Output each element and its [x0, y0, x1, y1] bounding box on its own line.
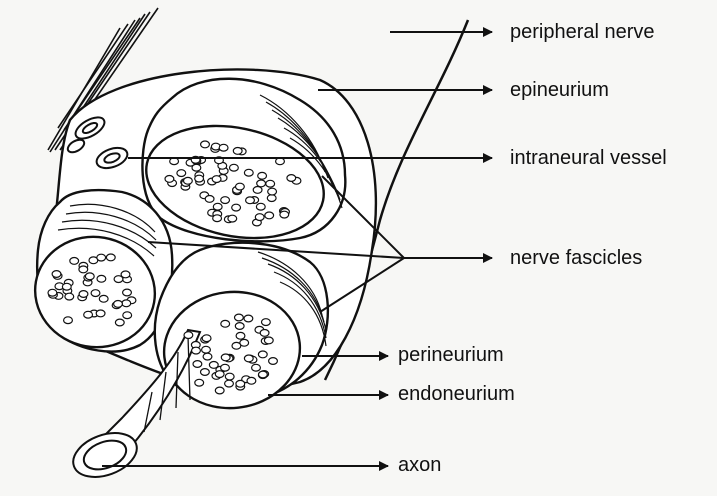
- nerve-fiber-dot: [215, 387, 224, 394]
- nerve-fiber-dot: [202, 346, 211, 353]
- nerve-fiber-dot: [79, 291, 88, 298]
- label-endoneurium: endoneurium: [398, 384, 515, 404]
- nerve-fiber-dot: [97, 275, 106, 282]
- nerve-fiber-dot: [252, 364, 261, 371]
- nerve-fiber-dot: [235, 314, 244, 321]
- nerve-fiber-dot: [184, 177, 193, 184]
- nerve-fiber-dot: [235, 323, 244, 330]
- label-perineurium: perineurium: [398, 345, 504, 365]
- nerve-fiber-dot: [266, 180, 275, 187]
- label-nerve-fascicles: nerve fascicles: [510, 248, 642, 268]
- nerve-fiber-dot: [192, 347, 201, 354]
- nerve-fiber-dot: [258, 172, 267, 179]
- nerve-fiber-dot: [97, 254, 106, 261]
- nerve-fiber-dot: [215, 371, 224, 378]
- nerve-fiber-dot: [244, 355, 253, 362]
- nerve-fiber-dot: [193, 361, 202, 368]
- nerve-fiber-dot: [267, 195, 276, 202]
- nerve-fiber-dot: [48, 289, 57, 296]
- nerve-fiber-dot: [195, 175, 204, 182]
- nerve-fiber-dot: [84, 311, 93, 318]
- nerve-fiber-dot: [221, 320, 230, 327]
- nerve-fiber-dot: [258, 351, 267, 358]
- nerve-fiber-dot: [256, 203, 265, 210]
- nerve-fiber-dot: [201, 141, 210, 148]
- nerve-fiber-dot: [213, 215, 222, 222]
- nerve-fiber-dot: [246, 197, 255, 204]
- nerve-fiber-dot: [244, 315, 253, 322]
- nerve-fiber-dot: [236, 183, 245, 190]
- nerve-fiber-dot: [203, 353, 212, 360]
- nerve-fiber-dot: [184, 332, 193, 339]
- nerve-fiber-dot: [62, 283, 71, 290]
- nerve-fiber-dot: [213, 203, 222, 210]
- nerve-fiber-dot: [79, 266, 88, 273]
- nerve-fiber-dot: [262, 319, 271, 326]
- nerve-fiber-dot: [269, 358, 278, 365]
- nerve-fiber-dot: [121, 271, 130, 278]
- nerve-fiber-dot: [265, 212, 274, 219]
- nerve-fiber-dot: [96, 310, 105, 317]
- nerve-fiber-dot: [233, 148, 242, 155]
- nerve-fiber-dot: [259, 371, 268, 378]
- nerve-fiber-dot: [106, 254, 115, 261]
- nerve-fiber-dot: [287, 175, 296, 182]
- nerve-fiber-dot: [165, 176, 174, 183]
- nerve-fiber-dot: [202, 335, 211, 342]
- label-epineurium: epineurium: [510, 80, 609, 100]
- nerve-fiber-dot: [221, 197, 230, 204]
- nerve-fiber-dot: [115, 319, 124, 326]
- nerve-fiber-dot: [232, 204, 241, 211]
- nerve-fiber-dot: [236, 380, 245, 387]
- nerve-fiber-dot: [219, 144, 228, 151]
- nerve-fiber-dot: [114, 301, 123, 308]
- nerve-fiber-dot: [195, 379, 204, 386]
- nerve-fiber-dot: [260, 330, 269, 337]
- nerve-fiber-dot: [205, 196, 214, 203]
- nerve-fiber-dot: [268, 188, 277, 195]
- label-intraneural-vessel: intraneural vessel: [510, 148, 667, 168]
- nerve-fiber-dot: [123, 289, 132, 296]
- nerve-fiber-dot: [201, 369, 210, 376]
- nerve-fiber-dot: [244, 169, 253, 176]
- nerve-fiber-dot: [221, 364, 230, 371]
- nerve-fiber-dot: [99, 295, 108, 302]
- nerve-fiber-dot: [70, 258, 79, 265]
- nerve-fiber-dot: [52, 271, 61, 278]
- nerve-fiber-dot: [225, 373, 234, 380]
- nerve-fiber-dot: [257, 180, 266, 187]
- nerve-fiber-dot: [236, 332, 245, 339]
- nerve-fiber-dot: [123, 312, 132, 319]
- nerve-fiber-dot: [177, 170, 186, 177]
- nerve-fiber-dot: [122, 300, 131, 307]
- left-fascicle: [26, 190, 172, 356]
- nerve-fiber-dot: [247, 377, 256, 384]
- nerve-fiber-dot: [255, 214, 264, 221]
- nerve-fiber-dot: [65, 293, 74, 300]
- label-axon: axon: [398, 455, 441, 475]
- nerve-fiber-dot: [192, 164, 201, 171]
- nerve-fiber-dot: [280, 211, 289, 218]
- nerve-fiber-dot: [264, 337, 273, 344]
- nerve-fiber-dot: [228, 215, 237, 222]
- label-peripheral-nerve: peripheral nerve: [510, 22, 655, 42]
- nerve-fiber-dot: [232, 342, 241, 349]
- nerve-fiber-dot: [64, 317, 73, 324]
- nerve-fiber-dot: [230, 164, 239, 171]
- nerve-fiber-dot: [225, 380, 234, 387]
- nerve-fiber-dot: [85, 273, 94, 280]
- nerve-fiber-dot: [212, 176, 221, 183]
- nerve-fiber-dot: [91, 290, 100, 297]
- nerve-fiber-dot: [253, 187, 262, 194]
- nerve-fiber-dot: [221, 354, 230, 361]
